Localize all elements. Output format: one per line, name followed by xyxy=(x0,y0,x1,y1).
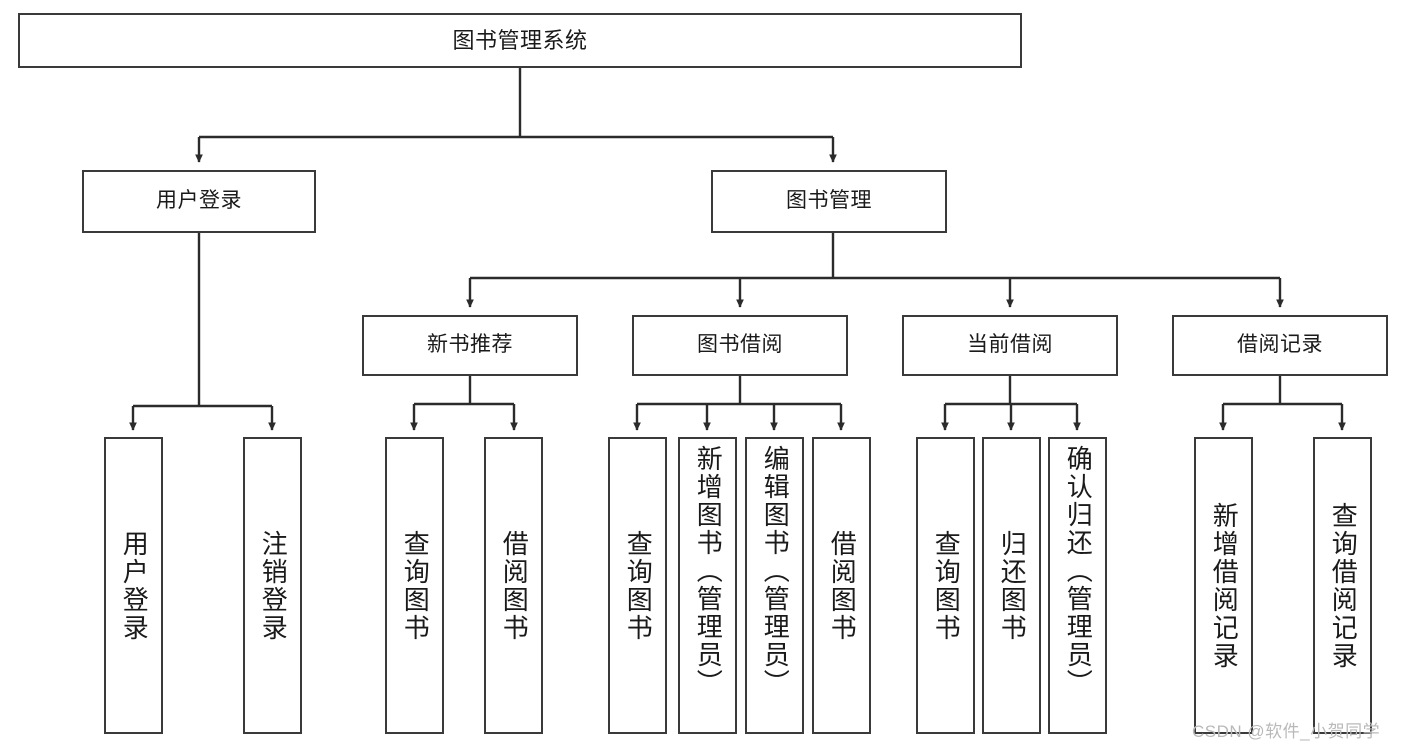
node-label: 借阅记录 xyxy=(1237,333,1323,357)
node-label: 查询图书 xyxy=(931,529,962,642)
leaf-add-borrow-record[interactable]: 新增借阅记录 xyxy=(1194,437,1253,734)
node-label: 用户登录 xyxy=(156,189,242,213)
csdn-watermark: CSDN @软件_小贺同学 xyxy=(1192,722,1381,741)
node-label: 新增借阅记录 xyxy=(1209,501,1240,670)
node-label: 新书推荐 xyxy=(427,333,513,357)
leaf-edit-book-admin[interactable]: 编辑图书（管理员） xyxy=(745,437,804,734)
leaf-logout[interactable]: 注销登录 xyxy=(243,437,302,734)
leaf-query-book-recommend[interactable]: 查询图书 xyxy=(385,437,444,734)
leaf-borrow-book-borrow[interactable]: 借阅图书 xyxy=(812,437,871,734)
leaf-confirm-return-admin[interactable]: 确认归还（管理员） xyxy=(1048,437,1107,734)
leaf-borrow-book-recommend[interactable]: 借阅图书 xyxy=(484,437,543,734)
node-label: 图书管理系统 xyxy=(452,27,588,53)
node-label: 查询图书 xyxy=(623,529,654,642)
node-label: 当前借阅 xyxy=(967,333,1053,357)
node-label: 借阅图书 xyxy=(499,529,530,642)
node-label: 编辑图书（管理员） xyxy=(760,445,791,697)
node-book-management[interactable]: 图书管理 xyxy=(711,170,947,233)
node-label: 图书借阅 xyxy=(697,333,783,357)
node-label: 新增图书（管理员） xyxy=(693,445,724,697)
node-label: 确认归还（管理员） xyxy=(1063,445,1094,697)
leaf-add-book-admin[interactable]: 新增图书（管理员） xyxy=(678,437,737,734)
leaf-query-book-current[interactable]: 查询图书 xyxy=(916,437,975,734)
leaf-query-book-borrow[interactable]: 查询图书 xyxy=(608,437,667,734)
node-user-login[interactable]: 用户登录 xyxy=(82,170,316,233)
node-label: 查询图书 xyxy=(400,529,431,642)
node-label: 注销登录 xyxy=(258,529,289,642)
node-label: 用户登录 xyxy=(119,529,150,642)
node-book-borrow[interactable]: 图书借阅 xyxy=(632,315,848,376)
node-new-book-recommend[interactable]: 新书推荐 xyxy=(362,315,578,376)
node-label: 借阅图书 xyxy=(827,529,858,642)
leaf-user-login[interactable]: 用户登录 xyxy=(104,437,163,734)
node-label: 图书管理 xyxy=(786,189,872,213)
node-label: 查询借阅记录 xyxy=(1328,501,1359,670)
node-borrow-record[interactable]: 借阅记录 xyxy=(1172,315,1388,376)
node-label: 归还图书 xyxy=(997,529,1028,642)
node-current-borrow[interactable]: 当前借阅 xyxy=(902,315,1118,376)
leaf-return-book[interactable]: 归还图书 xyxy=(982,437,1041,734)
leaf-query-borrow-record[interactable]: 查询借阅记录 xyxy=(1313,437,1372,734)
node-root-system[interactable]: 图书管理系统 xyxy=(18,13,1022,68)
